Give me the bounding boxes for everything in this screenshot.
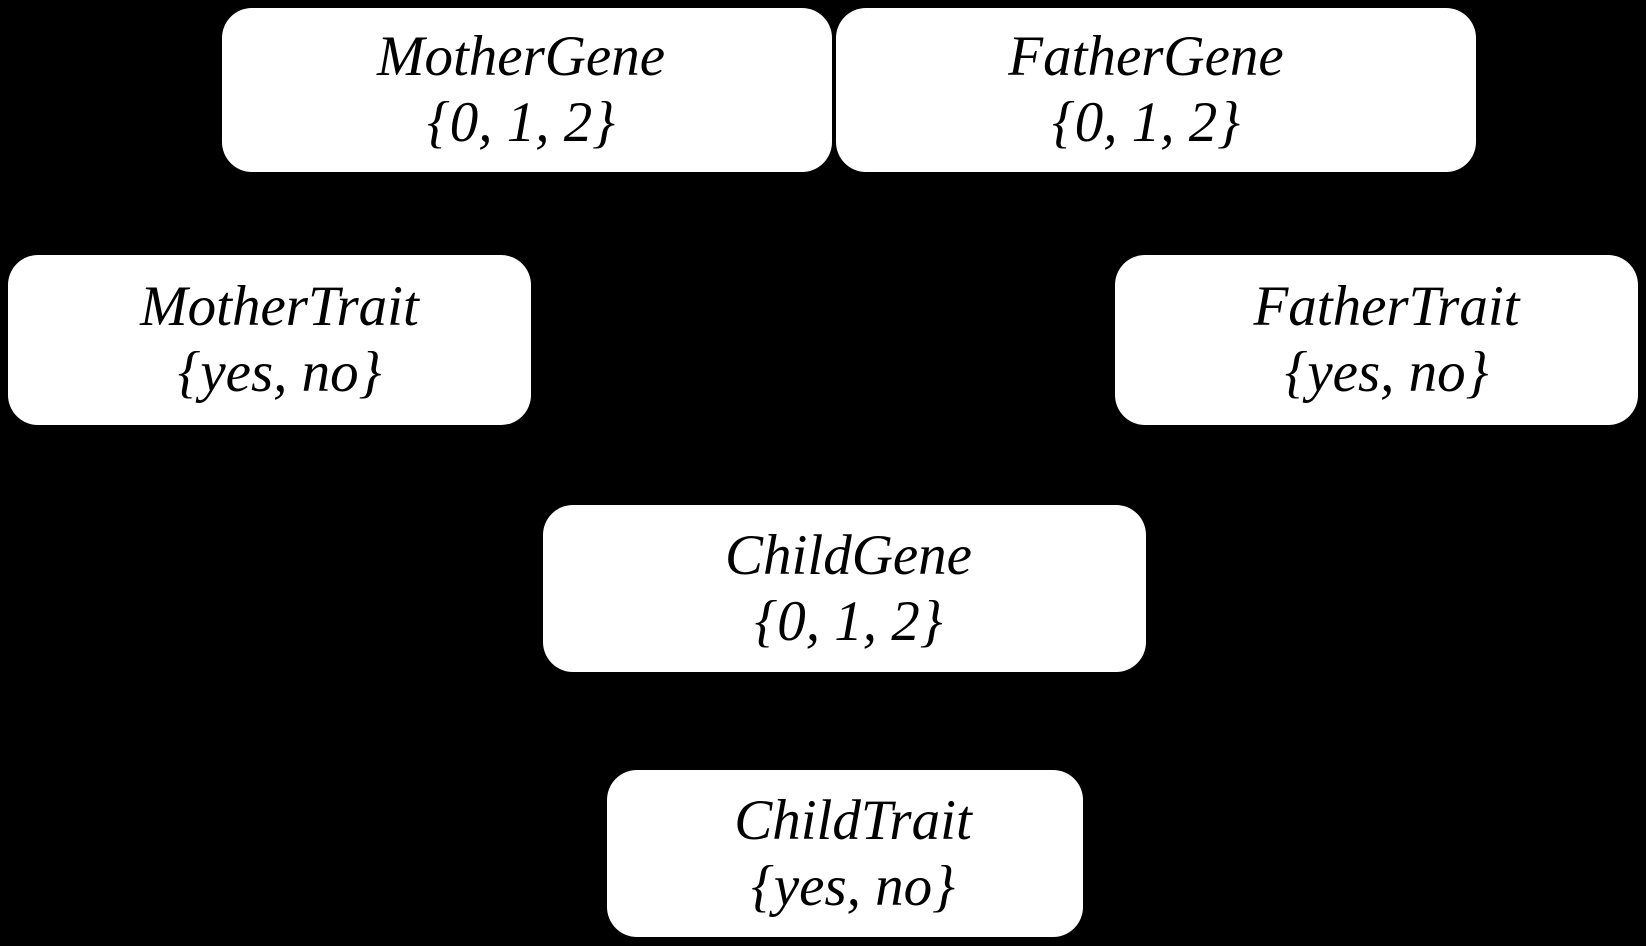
node-child-gene[interactable]: ChildGene {0, 1, 2} bbox=[543, 505, 1146, 672]
node-father-gene-label: FatherGene bbox=[1008, 25, 1284, 89]
node-mother-gene-label: MotherGene bbox=[376, 25, 666, 89]
node-father-trait-label: FatherTrait bbox=[1253, 275, 1520, 339]
node-father-trait-domain: {yes, no} bbox=[1284, 341, 1489, 404]
node-father-gene[interactable]: FatherGene {0, 1, 2} bbox=[836, 8, 1476, 172]
node-child-gene-domain: {0, 1, 2} bbox=[754, 589, 943, 653]
node-child-trait-domain: {yes, no} bbox=[751, 854, 955, 918]
node-mother-trait-text: MotherTrait {yes, no} bbox=[18, 275, 531, 405]
node-mother-gene-text: MotherGene {0, 1, 2} bbox=[222, 25, 826, 155]
node-child-gene-label: ChildGene bbox=[725, 523, 972, 587]
node-mother-trait[interactable]: MotherTrait {yes, no} bbox=[8, 255, 531, 425]
node-child-trait-text: ChildTrait {yes, no} bbox=[615, 789, 1083, 919]
node-mother-gene[interactable]: MotherGene {0, 1, 2} bbox=[222, 8, 832, 172]
node-father-trait[interactable]: FatherTrait {yes, no} bbox=[1115, 255, 1638, 425]
node-father-gene-domain: {0, 1, 2} bbox=[1051, 91, 1241, 154]
node-father-trait-text: FatherTrait {yes, no} bbox=[1125, 275, 1638, 405]
node-child-gene-text: ChildGene {0, 1, 2} bbox=[547, 524, 1146, 654]
node-mother-gene-domain: {0, 1, 2} bbox=[426, 91, 616, 154]
node-child-trait-label: ChildTrait bbox=[734, 788, 972, 852]
node-child-trait[interactable]: ChildTrait {yes, no} bbox=[607, 770, 1083, 937]
node-father-gene-text: FatherGene {0, 1, 2} bbox=[836, 25, 1466, 155]
node-mother-trait-domain: {yes, no} bbox=[177, 341, 382, 404]
node-mother-trait-label: MotherTrait bbox=[140, 275, 419, 339]
